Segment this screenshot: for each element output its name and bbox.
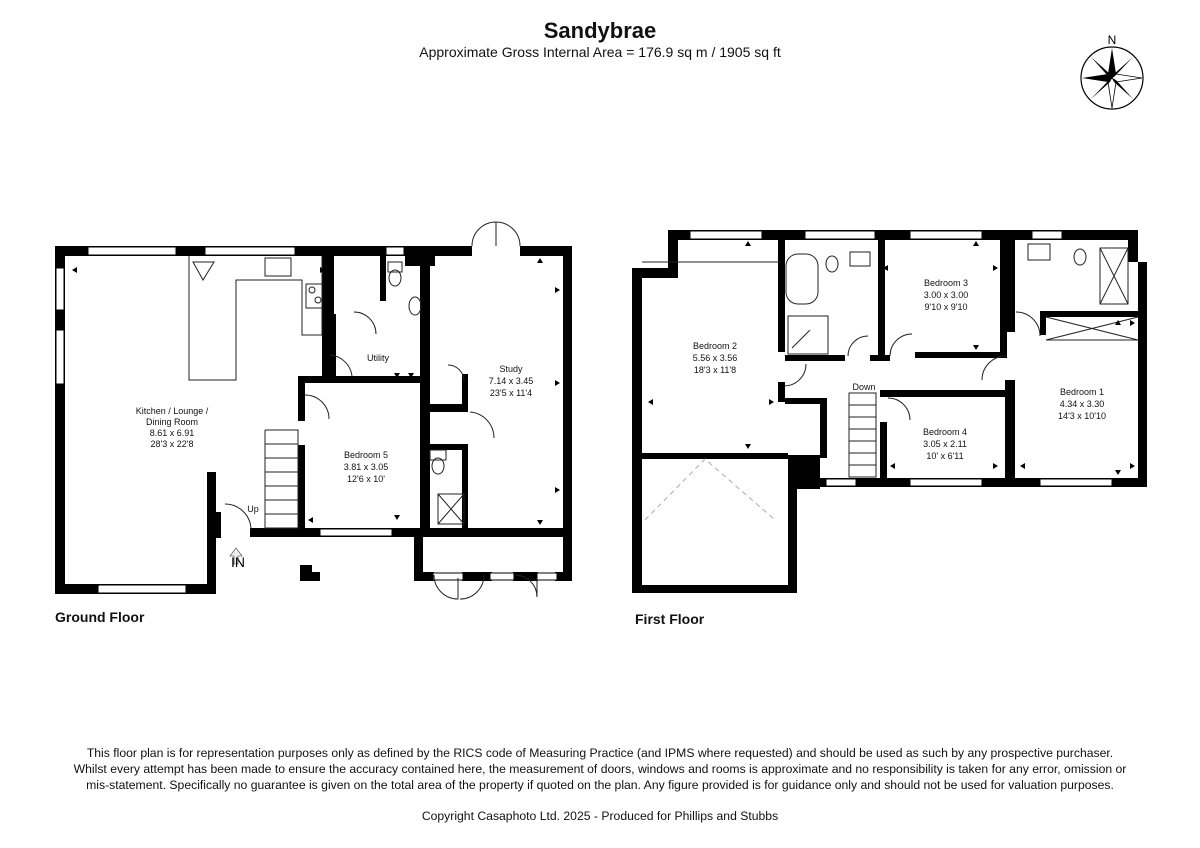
- stairs-up-label: Up: [247, 504, 259, 514]
- plan-title: Sandybrae: [543, 18, 657, 43]
- utility-name: Utility: [367, 353, 389, 363]
- bedroom3-name: Bedroom 3: [924, 278, 968, 288]
- bedroom5-imperial: 12'6 x 10': [347, 474, 385, 484]
- kitchen-metric: 8.61 x 6.91: [150, 428, 195, 438]
- stairs-down-label: Down: [852, 382, 875, 392]
- bedroom2-metric: 5.56 x 3.56: [693, 353, 738, 363]
- bedroom4-imperial: 10' x 6'11: [926, 451, 963, 461]
- kitchen-name-line1: Kitchen / Lounge /: [136, 406, 209, 416]
- ground-floor-plan: Kitchen / Lounge / Dining Room 8.61 x 6.…: [55, 221, 572, 600]
- bedroom4-metric: 3.05 x 2.11: [923, 439, 967, 449]
- bedroom5-metric: 3.81 x 3.05: [344, 462, 389, 472]
- compass-icon: N: [1080, 33, 1144, 110]
- disclaimer-text: This floor plan is for representation pu…: [73, 746, 1127, 792]
- bedroom3-imperial: 9'10 x 9'10: [925, 302, 968, 312]
- first-floor-plan: Bedroom 2 5.56 x 3.56 18'3 x 11'8 Bedroo…: [632, 230, 1147, 593]
- plan-subtitle: Approximate Gross Internal Area = 176.9 …: [419, 44, 781, 60]
- study-name: Study: [499, 364, 523, 374]
- kitchen-name-line2: Dining Room: [146, 417, 198, 427]
- bedroom1-imperial: 14'3 x 10'10: [1058, 411, 1106, 421]
- bedroom1-name: Bedroom 1: [1060, 387, 1104, 397]
- ground-floor-label: Ground Floor: [55, 609, 145, 625]
- bedroom1-metric: 4.34 x 3.30: [1060, 399, 1105, 409]
- compass-north-label: N: [1108, 33, 1117, 47]
- bedroom2-imperial: 18'3 x 11'8: [694, 365, 736, 375]
- bedroom5-name: Bedroom 5: [344, 450, 388, 460]
- study-imperial: 23'5 x 11'4: [490, 388, 532, 398]
- first-floor-label: First Floor: [635, 611, 705, 627]
- kitchen-imperial: 28'3 x 22'8: [151, 439, 194, 449]
- study-metric: 7.14 x 3.45: [489, 376, 534, 386]
- entrance-label: IN: [231, 554, 245, 570]
- bedroom3-metric: 3.00 x 3.00: [924, 290, 969, 300]
- copyright-text: Copyright Casaphoto Ltd. 2025 - Produced…: [421, 809, 779, 823]
- bedroom2-name: Bedroom 2: [693, 341, 737, 351]
- bedroom4-name: Bedroom 4: [923, 427, 967, 437]
